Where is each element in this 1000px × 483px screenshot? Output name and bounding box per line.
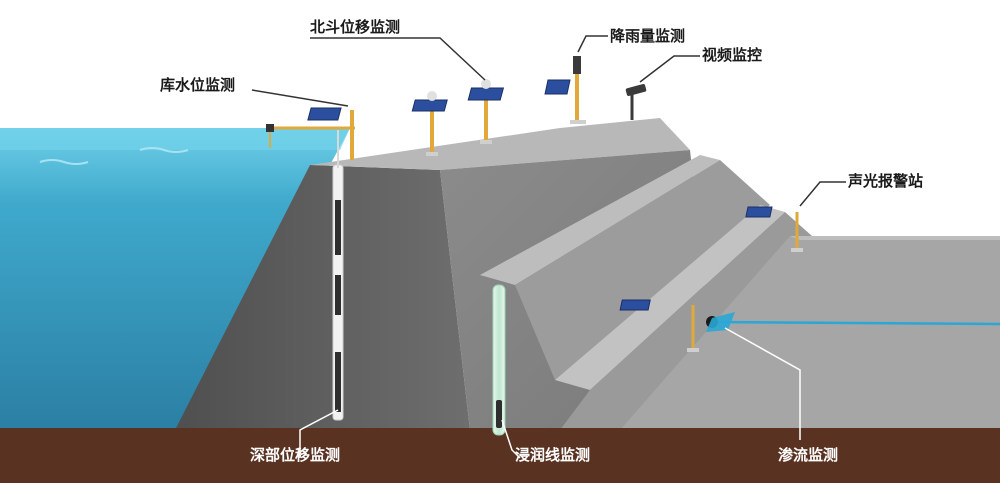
gnss-antenna-icon: [481, 79, 491, 89]
beidou-station-1: [411, 91, 448, 156]
beidou-station-2: [467, 79, 505, 144]
camera-icon: [625, 83, 647, 97]
solar-panel-icon: [307, 107, 342, 121]
dam-body: [175, 118, 1000, 430]
label-alarm-station: 声光报警站: [847, 172, 923, 190]
solar-panel-icon: [544, 79, 571, 95]
gnss-antenna-icon: [427, 91, 437, 101]
solar-panel-icon: [619, 299, 651, 311]
label-phreatic-line: 浸润线监测: [515, 446, 590, 464]
label-video: 视频监控: [702, 46, 762, 64]
deep-displacement-inclinometer: [332, 130, 344, 421]
phreatic-line-piezometer: [492, 284, 506, 436]
callout-lines: [251, 35, 846, 459]
alarm-station: [745, 206, 803, 252]
rainfall-gauge-station: [544, 56, 586, 124]
reservoir-water: [0, 128, 350, 430]
video-camera-station: [625, 83, 647, 120]
foundation-soil: [0, 428, 1000, 483]
label-seepage: 渗流监测: [778, 446, 838, 464]
solar-panel-icon: [467, 87, 505, 101]
solar-panel-icon: [411, 99, 448, 112]
label-reservoir-level: 库水位监测: [160, 76, 235, 94]
seepage-station: [619, 299, 735, 352]
label-rainfall: 降雨量监测: [610, 27, 685, 45]
reservoir-level-gauge: [266, 107, 355, 160]
label-beidou: 北斗位移监测: [310, 18, 400, 36]
solar-panel-icon: [745, 206, 773, 218]
label-deep-displacement: 深部位移监测: [250, 446, 340, 464]
seepage-flow-line: [711, 320, 1000, 326]
